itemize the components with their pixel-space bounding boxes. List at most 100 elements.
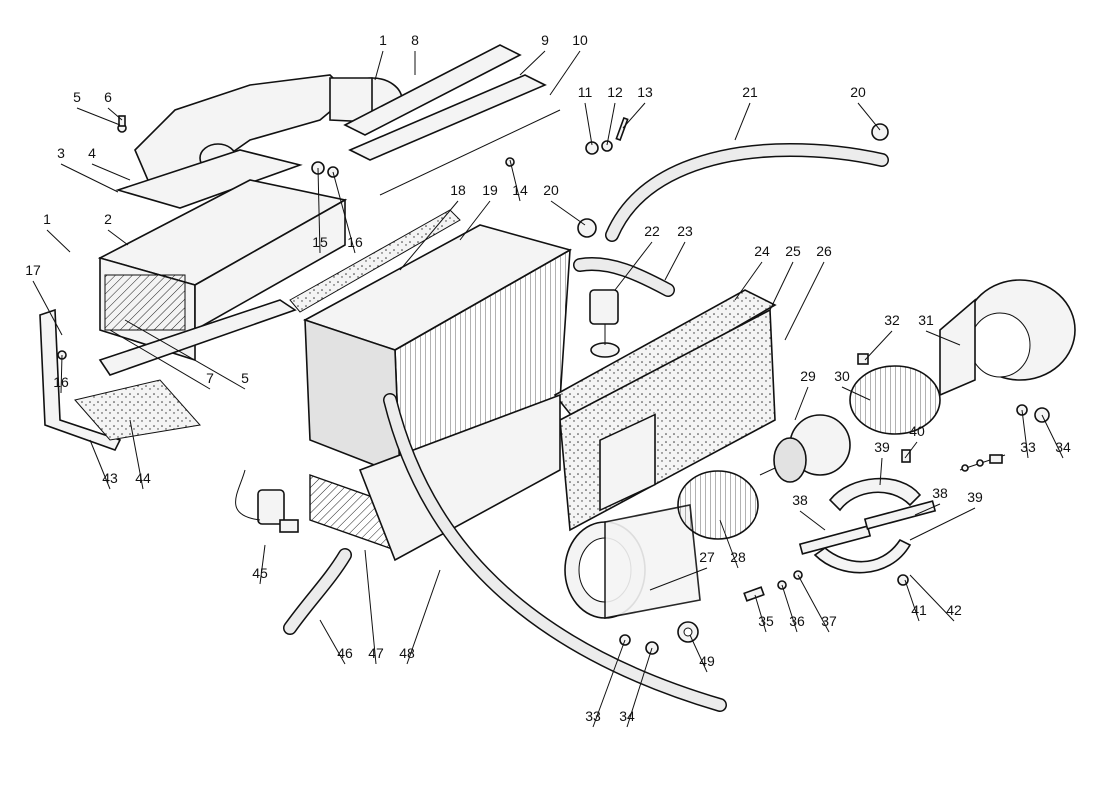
part-callout-p31: 31 — [918, 312, 934, 328]
part-callout-p36: 36 — [789, 613, 805, 629]
leader-line-p23 — [664, 241, 686, 281]
leader-lines — [32, 50, 1064, 728]
part-callout-p9: 9 — [541, 32, 549, 48]
leader-line-p20b — [550, 200, 586, 226]
leader-line-p14 — [509, 159, 521, 202]
part-callout-p1b: 1 — [43, 211, 51, 227]
part-callout-p40: 40 — [909, 423, 925, 439]
part-callout-p16a: 16 — [347, 234, 363, 250]
parts-drawing — [39, 44, 1076, 712]
leader-line-p16a — [332, 171, 356, 254]
leader-line-p16b — [60, 354, 63, 394]
cover-plate-drawing — [553, 289, 777, 532]
part-callout-p16b: 16 — [53, 374, 69, 390]
leader-line-p5b — [124, 319, 246, 390]
part-callout-p47: 47 — [368, 645, 384, 661]
part-callout-p39b: 39 — [967, 489, 983, 505]
part-callout-p13: 13 — [637, 84, 653, 100]
leader-line-p1b — [46, 229, 71, 253]
part-callout-p35: 35 — [758, 613, 774, 629]
part-callout-p33a: 33 — [1020, 439, 1036, 455]
base-tray-drawing — [309, 393, 561, 562]
part-callout-p26: 26 — [816, 243, 832, 259]
leader-line-p5a — [76, 107, 121, 126]
leader-line-p9 — [519, 50, 546, 76]
leader-line-p40 — [904, 441, 918, 459]
leader-line-p18 — [399, 200, 459, 271]
part-callout-p34b: 34 — [619, 708, 635, 724]
control-valve-drawing — [235, 469, 299, 533]
leader-line-p20a — [857, 102, 881, 131]
valve-drawing — [589, 289, 620, 358]
leader-line-p35 — [754, 594, 767, 633]
part-callout-p32: 32 — [884, 312, 900, 328]
part-callout-p45: 45 — [252, 565, 268, 581]
part-callout-p1a: 1 — [379, 32, 387, 48]
leader-line-p27 — [649, 567, 708, 591]
part-callout-p4: 4 — [88, 145, 96, 161]
leader-line-p37 — [797, 574, 830, 633]
leader-line-p12 — [606, 102, 616, 146]
heater-box-frame-drawing — [97, 179, 348, 362]
leader-line-p43 — [89, 439, 111, 490]
part-callout-p14: 14 — [512, 182, 528, 198]
part-callout-p6: 6 — [104, 89, 112, 105]
leader-line-p46 — [319, 619, 346, 665]
leader-line-p11 — [584, 102, 593, 146]
leader-line-p21 — [734, 102, 751, 141]
part-callout-p7: 7 — [206, 370, 214, 386]
leader-line-p4 — [91, 163, 131, 181]
heater-core-drawing — [289, 209, 573, 477]
part-callout-p27: 27 — [699, 549, 715, 565]
part-callout-p2: 2 — [104, 211, 112, 227]
leader-line-p24 — [734, 261, 763, 301]
leader-line-p22 — [614, 241, 653, 291]
part-callout-p22: 22 — [644, 223, 660, 239]
leader-line-p10 — [549, 50, 581, 96]
part-callout-p15: 15 — [312, 234, 328, 250]
leader-line-p28 — [719, 519, 739, 569]
part-callout-p28: 28 — [730, 549, 746, 565]
fan-wheels-drawing — [677, 365, 941, 540]
leader-line-p30 — [841, 386, 871, 401]
leader-line-p39a — [879, 457, 883, 486]
leader-line-p36 — [781, 584, 798, 633]
part-callout-p20b: 20 — [543, 182, 559, 198]
motor-drawing — [759, 414, 851, 483]
part-callout-p12: 12 — [607, 84, 623, 100]
leader-line-p2 — [107, 229, 129, 246]
part-callout-p24: 24 — [754, 243, 770, 259]
mounting-plates-drawing — [343, 44, 561, 196]
part-callout-p25: 25 — [785, 243, 801, 259]
part-callout-p48: 48 — [399, 645, 415, 661]
leader-line-p34b — [626, 647, 653, 728]
leader-line-p29 — [794, 386, 809, 421]
leader-line-p38a — [799, 510, 826, 531]
part-callout-p38a: 38 — [792, 492, 808, 508]
part-callout-p43: 43 — [102, 470, 118, 486]
leader-line-p33a — [1021, 409, 1029, 459]
leader-line-p19 — [459, 200, 491, 241]
blower-housings-drawing — [564, 279, 1076, 619]
part-callout-p8: 8 — [411, 32, 419, 48]
part-callout-p19: 19 — [482, 182, 498, 198]
leader-line-p3 — [60, 163, 119, 193]
part-callout-p42: 42 — [946, 602, 962, 618]
leader-line-p41 — [904, 579, 920, 622]
leader-line-p48 — [406, 569, 441, 665]
leader-line-p49 — [689, 634, 708, 673]
part-callout-p10: 10 — [572, 32, 588, 48]
part-callout-p18: 18 — [450, 182, 466, 198]
part-callout-p49: 49 — [699, 653, 715, 669]
leader-line-p31 — [925, 330, 961, 346]
leader-line-p26 — [784, 261, 825, 341]
part-callout-p29: 29 — [800, 368, 816, 384]
part-callout-p5b: 5 — [241, 370, 249, 386]
leader-line-p47 — [364, 549, 377, 665]
part-callout-p37: 37 — [821, 613, 837, 629]
part-callout-p5a: 5 — [73, 89, 81, 105]
intake-duct-drawing — [115, 74, 403, 209]
leader-line-p38b — [914, 503, 941, 516]
